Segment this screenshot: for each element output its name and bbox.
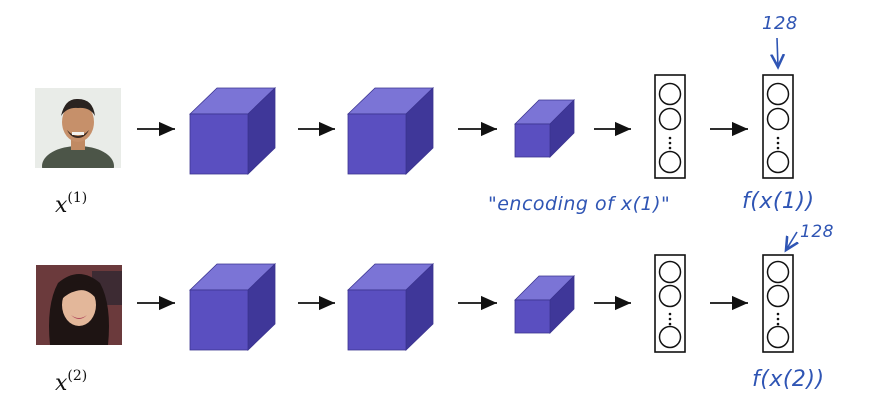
conv-cube bbox=[189, 87, 276, 175]
conv-cube-small bbox=[514, 275, 575, 334]
face-photo-woman bbox=[36, 265, 122, 345]
input-label-x1: x(1) bbox=[55, 190, 88, 218]
dimension-annotation-128: 128 bbox=[800, 222, 834, 242]
conv-cube bbox=[347, 263, 434, 351]
annotation-arrow bbox=[777, 37, 778, 67]
annotation-arrow bbox=[786, 231, 797, 250]
face-photo-man bbox=[35, 88, 121, 168]
fc-vector bbox=[654, 254, 686, 353]
dimension-annotation-128: 128 bbox=[762, 13, 798, 34]
encoding-annotation: "encoding of x(1)" bbox=[488, 193, 670, 215]
encoding-vector bbox=[762, 74, 794, 179]
input-label-x2: x(2) bbox=[55, 368, 88, 396]
fc-vector bbox=[654, 74, 686, 179]
output-label-f-x2: f(x(2)) bbox=[752, 367, 825, 392]
output-label-f-x1: f(x(1)) bbox=[742, 189, 815, 214]
conv-cube bbox=[189, 263, 276, 351]
conv-cube bbox=[347, 87, 434, 175]
encoding-vector bbox=[762, 254, 794, 353]
conv-cube-small bbox=[514, 99, 575, 158]
